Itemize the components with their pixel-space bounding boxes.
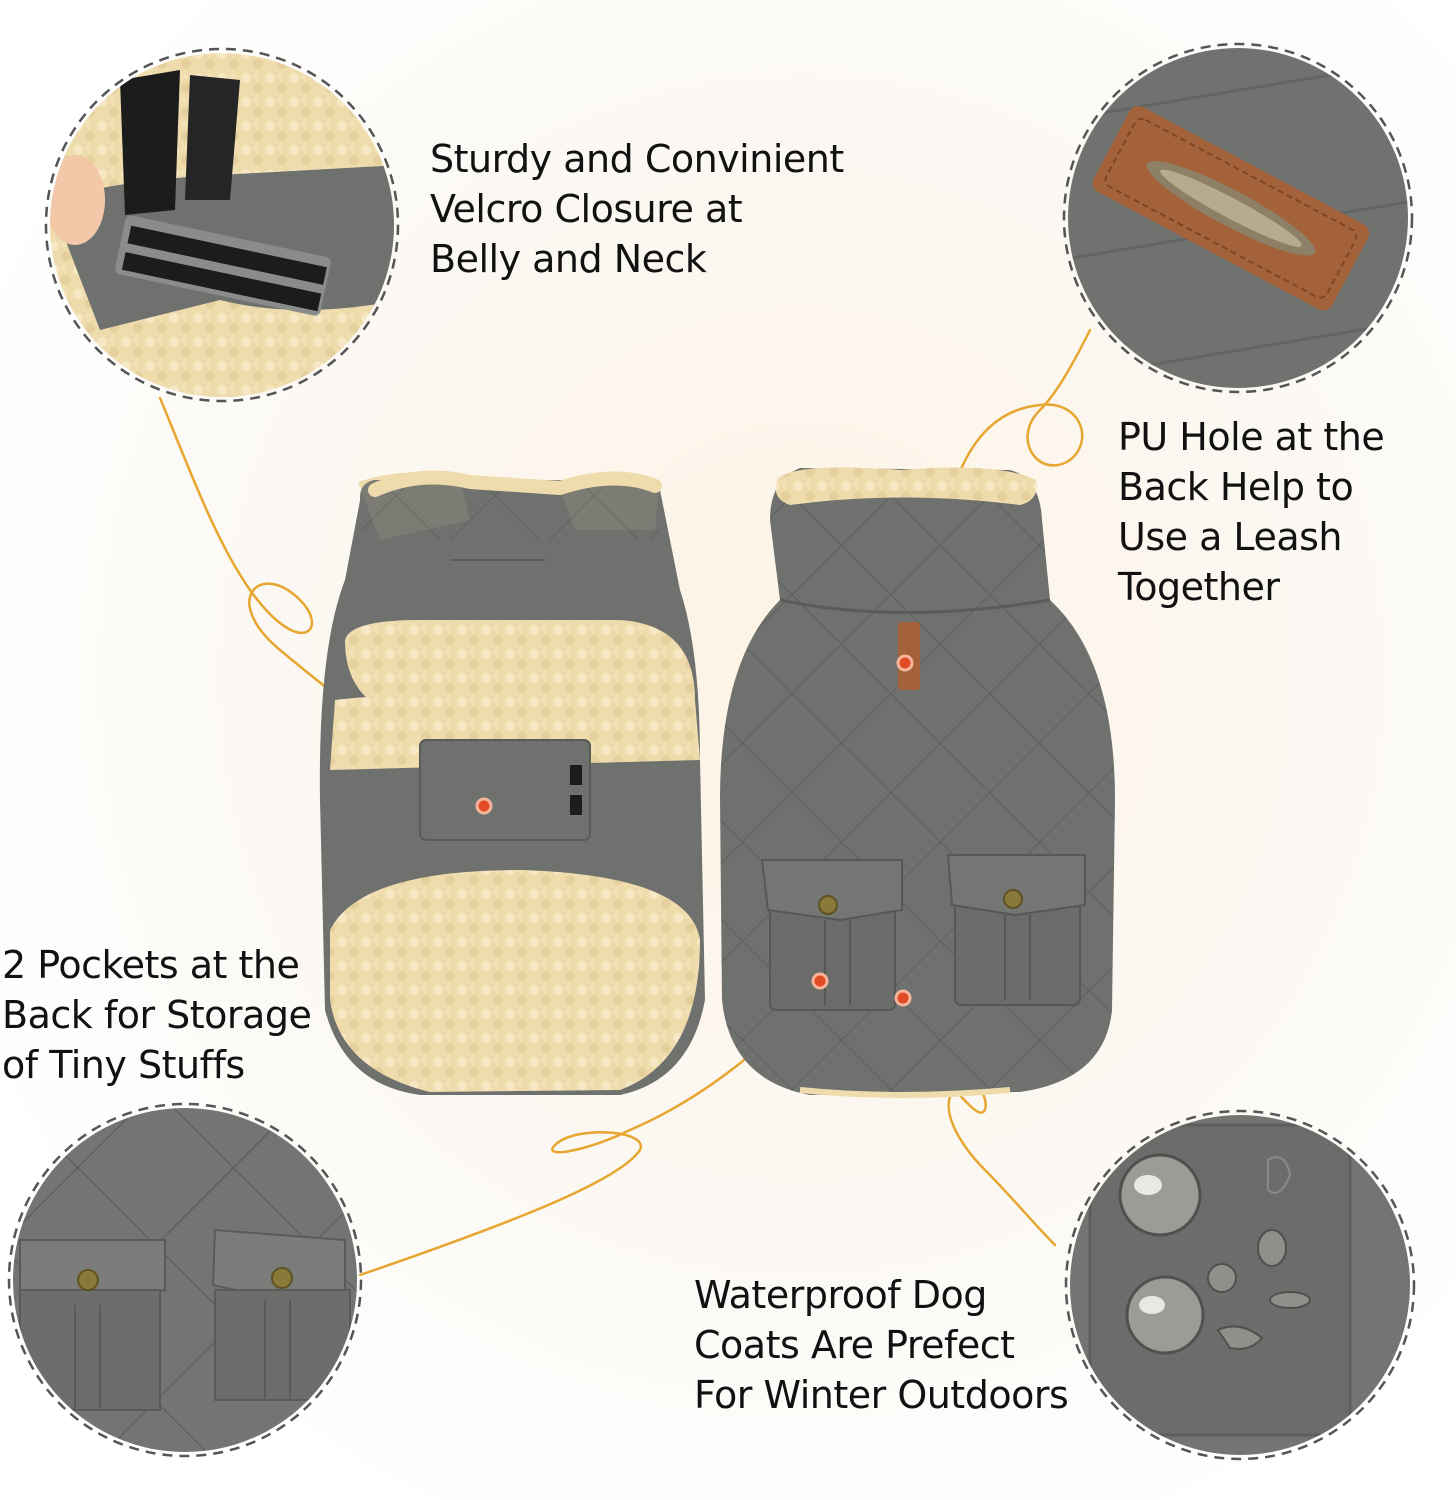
zoom-circle-pu-hole-border (1062, 42, 1414, 394)
zoom-circle-velcro (50, 53, 394, 397)
callout-pockets-line-2: Back for Storage (2, 993, 312, 1037)
zoom-circle-velcro-border (44, 47, 400, 403)
coat-inside-view (319, 470, 705, 1096)
callout-velcro-closure: Sturdy and Convinient Velcro Closure at … (430, 134, 844, 284)
callout-pockets-line-3: of Tiny Stuffs (2, 1043, 245, 1087)
callout-velcro-line-3: Belly and Neck (430, 237, 707, 281)
zoom-circle-pockets (13, 1108, 357, 1452)
zoom-pocket-left (19, 1239, 166, 1411)
zoom-circle-waterproof-border (1064, 1109, 1416, 1461)
pocket-right (946, 854, 1086, 1006)
zoom-pocket-right (211, 1228, 351, 1401)
water-droplets (1118, 1153, 1311, 1355)
callout-pu-line-4: Together (1118, 565, 1280, 609)
callout-pockets-line-1: 2 Pockets at the (2, 943, 300, 987)
callout-pu-line-1: PU Hole at the (1118, 415, 1385, 459)
callout-velcro-line-1: Sturdy and Convinient (430, 137, 844, 181)
callout-pockets: 2 Pockets at the Back for Storage of Tin… (2, 940, 312, 1090)
callout-pu-line-2: Back Help to (1118, 465, 1354, 509)
pocket-left (760, 859, 903, 1011)
callout-pu-hole: PU Hole at the Back Help to Use a Leash … (1118, 412, 1385, 612)
callout-velcro-line-2: Velcro Closure at (430, 187, 743, 231)
leader-line-pockets (358, 978, 822, 1277)
zoom-circle-pu-hole (1068, 48, 1408, 388)
callout-water-line-3: For Winter Outdoors (694, 1373, 1069, 1417)
callout-pu-line-3: Use a Leash (1118, 515, 1342, 559)
coat-outside-view (720, 467, 1115, 1098)
callout-water-line-1: Waterproof Dog (694, 1273, 987, 1317)
callout-water-line-2: Coats Are Prefect (694, 1323, 1015, 1367)
callout-waterproof: Waterproof Dog Coats Are Prefect For Win… (694, 1270, 1069, 1420)
zoom-circle-waterproof (1070, 1115, 1410, 1455)
zoom-circle-pockets-border (7, 1102, 363, 1458)
